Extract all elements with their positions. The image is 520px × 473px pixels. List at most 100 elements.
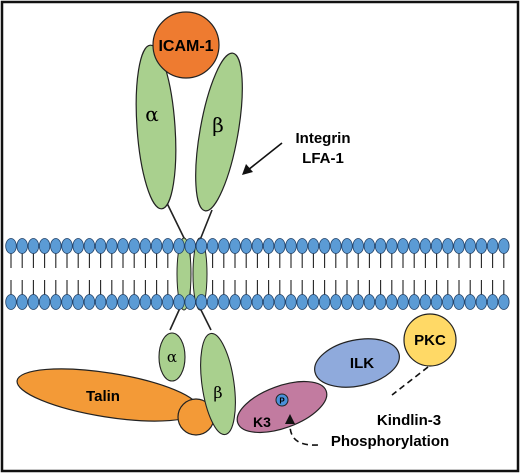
lipid-head (139, 238, 152, 254)
lipid-head (184, 238, 196, 254)
phospho-dashed-curve (289, 424, 319, 446)
lipid-head (218, 294, 230, 310)
lipid-head (94, 294, 107, 310)
lipid-head (5, 238, 17, 254)
lipid-head (318, 238, 331, 254)
beta-cytoplasmic-tail (200, 332, 236, 436)
alpha-stalk-lower (169, 307, 181, 331)
phosphorylation-dashed-arrow (289, 366, 429, 446)
lipid-head (61, 294, 73, 310)
lipid-head (83, 294, 96, 310)
lipid-head (453, 294, 465, 310)
lipid-head (408, 238, 420, 254)
lipid-head (274, 238, 286, 254)
lipid-head (352, 238, 364, 254)
lipid-head (262, 238, 275, 254)
lipid-head (430, 294, 443, 310)
lipid-head (117, 238, 129, 254)
lipid-head (206, 238, 219, 254)
lipid-head (430, 238, 443, 254)
phosphate-circle (275, 393, 289, 407)
lipid-head (106, 238, 118, 254)
lipid-head (150, 294, 163, 310)
lipid-head (386, 238, 398, 254)
lipid-head (285, 238, 297, 254)
lipid-head (419, 294, 432, 310)
lipid-head (128, 294, 140, 310)
lipid-head (16, 238, 28, 254)
lipid-head (195, 238, 208, 254)
lipid-head (318, 294, 331, 310)
icam1-circle (152, 11, 220, 79)
lipid-head (442, 294, 454, 310)
lipid-head (117, 294, 129, 310)
lipid-head (262, 294, 275, 310)
lipid-head (341, 238, 353, 254)
lipid-head (296, 238, 308, 254)
lipid-head (307, 294, 320, 310)
lipid-head (296, 294, 308, 310)
lipid-head (274, 294, 286, 310)
lipid-head (307, 238, 320, 254)
lipid-head (464, 294, 476, 310)
lipid-head (464, 238, 476, 254)
lipid-head (50, 294, 62, 310)
beta-extracellular-label: β (212, 113, 224, 137)
pkc-circle (403, 313, 457, 367)
lipid-head (72, 294, 84, 310)
lipid-head (128, 238, 140, 254)
lipid-head (408, 294, 420, 310)
lipid-head (363, 238, 376, 254)
lipid-head (498, 238, 510, 254)
lipid-head (374, 238, 387, 254)
lipid-head (363, 294, 376, 310)
alpha-extracellular-label: α (145, 102, 159, 126)
lipid-head (38, 294, 51, 310)
lipid-head (285, 294, 297, 310)
lipid-head (498, 294, 510, 310)
lipid-head (486, 294, 499, 310)
lipid-head (240, 294, 252, 310)
lipid-head (206, 294, 219, 310)
ilk-label: ILK (350, 355, 374, 372)
beta-subunit-extracellular (195, 52, 243, 212)
lipid-head (251, 238, 264, 254)
pkc-dashed-line (391, 366, 429, 396)
lipid-head (61, 238, 73, 254)
lipid-head (442, 238, 454, 254)
lipid-head (341, 294, 353, 310)
kindlin3-label: K3 (253, 414, 271, 430)
kindlin3-shape (236, 380, 328, 434)
lipid-head (475, 294, 488, 310)
lipid-head (330, 238, 342, 254)
membrane-lipid-heads (5, 238, 510, 310)
lipid-head (16, 294, 28, 310)
integrin-label-line1: Integrin (296, 130, 351, 147)
phosphate-label: P (279, 397, 285, 406)
beta-cytoplasmic-label: β (213, 383, 222, 402)
lipid-head (173, 294, 185, 310)
lipid-head (229, 238, 241, 254)
alpha-cytoplasmic-tail (158, 332, 186, 382)
lipid-head (352, 294, 364, 310)
integrin-label-line2: LFA-1 (302, 150, 344, 167)
kindlin3-phospho-label-line2: Phosphorylation (331, 433, 449, 450)
lipid-head (94, 238, 107, 254)
ilk-shape (314, 338, 400, 388)
lipid-head (38, 238, 51, 254)
lipid-head (486, 238, 499, 254)
lipid-head (72, 238, 84, 254)
alpha-subunit-extracellular (135, 44, 177, 210)
lipid-head (218, 238, 230, 254)
integrin-pointer-arrow (242, 142, 283, 175)
lipid-head (419, 238, 432, 254)
lipid-head (453, 238, 465, 254)
lipid-head (397, 238, 409, 254)
lipid-head (27, 238, 40, 254)
lipid-head (184, 294, 196, 310)
lipid-head (330, 294, 342, 310)
icam1-label: ICAM-1 (158, 38, 213, 55)
lipid-head (397, 294, 409, 310)
